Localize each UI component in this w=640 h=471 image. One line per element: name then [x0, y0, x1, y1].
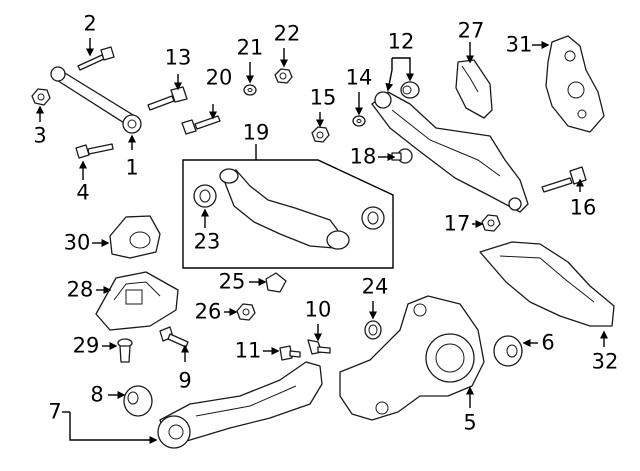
callout-5: 5: [463, 410, 477, 435]
callout-25: 25: [218, 269, 246, 294]
part-4-bolt: [75, 143, 114, 159]
part-15-nut: [311, 126, 330, 143]
part-20-bolt: [181, 115, 221, 135]
leader-lines: [36, 38, 608, 444]
part-22-nut: [274, 68, 293, 84]
part-27-bracket: [455, 59, 493, 119]
callout-17: 17: [443, 211, 471, 236]
part-9-bolt: [159, 326, 189, 348]
part-31-bracket: [545, 35, 605, 133]
part-24-washer: [364, 320, 382, 340]
callout-30: 30: [63, 230, 91, 255]
part-12-control-arm: [371, 81, 529, 213]
part-19-kit-box: [182, 159, 394, 269]
callout-31: 31: [505, 32, 533, 57]
part-8-bushing: [123, 385, 153, 417]
callout-9: 9: [178, 368, 192, 393]
part-2-bolt: [77, 46, 115, 71]
part-3-nut: [31, 88, 51, 106]
part-7-trailing-arm: [157, 361, 323, 449]
part-18-bolt: [391, 148, 413, 164]
callout-22: 22: [273, 21, 301, 46]
part-11-bolt: [279, 345, 301, 361]
part-17-nut: [481, 214, 501, 232]
callout-19: 19: [242, 120, 270, 145]
callout-15: 15: [309, 85, 337, 110]
callout-1: 1: [125, 155, 139, 180]
callout-12: 12: [387, 29, 415, 54]
callout-24: 24: [361, 274, 389, 299]
callout-26: 26: [194, 299, 222, 324]
callout-29: 29: [72, 333, 100, 358]
part-30-bump-stop: [109, 215, 161, 259]
callout-16: 16: [569, 195, 597, 220]
callout-18: 18: [349, 144, 377, 169]
callout-27: 27: [457, 18, 485, 43]
callout-8: 8: [90, 382, 104, 407]
part-6-bushing: [493, 335, 523, 367]
callout-10: 10: [304, 297, 332, 322]
callout-4: 4: [76, 180, 90, 205]
callout-3: 3: [33, 123, 47, 148]
part-1-link-arm: [50, 66, 142, 134]
callout-28: 28: [66, 277, 94, 302]
part-32-cover: [479, 241, 615, 327]
callout-14: 14: [345, 65, 373, 90]
callout-6: 6: [541, 330, 555, 355]
callout-7: 7: [48, 399, 62, 424]
callout-20: 20: [205, 65, 233, 90]
callout-23: 23: [193, 229, 221, 254]
part-29-clip: [117, 338, 133, 363]
part-10-bolt: [307, 339, 331, 355]
part-5-knuckle: [339, 295, 485, 421]
part-13-bolt: [147, 86, 188, 111]
callout-11: 11: [234, 338, 262, 363]
callout-32: 32: [591, 349, 619, 374]
part-26-nut: [236, 303, 256, 321]
callout-21: 21: [236, 35, 264, 60]
part-21-washer: [243, 84, 257, 96]
callout-2: 2: [83, 11, 97, 36]
part-25-clip: [265, 272, 287, 293]
callout-13: 13: [164, 45, 192, 70]
part-28-mount: [95, 271, 179, 331]
part-14-washer: [352, 115, 366, 127]
